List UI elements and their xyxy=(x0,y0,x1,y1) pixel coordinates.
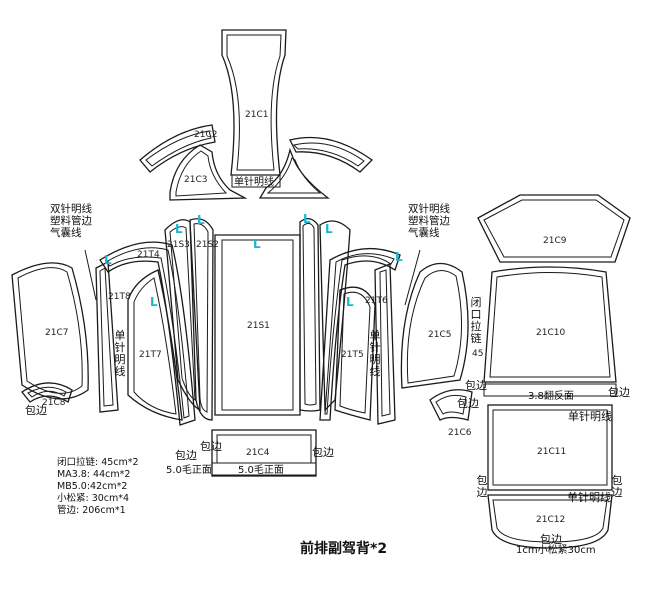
l-mark: L xyxy=(197,213,205,227)
piece-21c5 xyxy=(400,262,469,389)
label-21c4: 21C4 xyxy=(246,448,270,458)
label-21c2: 21C2 xyxy=(194,130,218,140)
left-note-line: 气囊线 xyxy=(50,227,82,239)
piece-21c1 xyxy=(221,29,287,176)
piece-21c10 xyxy=(483,266,617,383)
note-line: 小松紧: 30cm*4 xyxy=(57,493,130,504)
piece-21t7 xyxy=(127,269,183,421)
label-21t4: 21T4 xyxy=(137,250,160,260)
right-note-line: 气囊线 xyxy=(408,227,440,239)
label-21s3: 21S3 xyxy=(167,240,190,250)
note-line: 闭口拉链: 45cm*2 xyxy=(57,457,139,468)
label-21s1: 21S1 xyxy=(247,321,270,331)
label-21t7: 21T7 xyxy=(139,350,162,360)
label-21c10: 21C10 xyxy=(536,328,566,338)
piece-21s1 xyxy=(214,234,301,416)
label-single-topstitch-c12: 单针明线 xyxy=(567,491,611,504)
right-note-line: 塑料管边 xyxy=(408,215,450,227)
l-mark: L xyxy=(395,250,403,264)
piece-21c8 xyxy=(21,382,73,403)
piece-21t6 xyxy=(334,286,376,421)
l-mark: L xyxy=(150,295,158,309)
piece-21c4 xyxy=(211,429,317,477)
label-single-topstitch-right: 单针明线 xyxy=(369,329,381,378)
label-binding-c4-right: 包边 xyxy=(312,446,334,459)
label-wool-face-left: 5.0毛正面 xyxy=(166,465,212,476)
label-21c11: 21C11 xyxy=(537,447,567,457)
page-title: 前排副驾背*2 xyxy=(300,541,388,557)
material-notes: 闭口拉链: 45cm*2 MA3.8: 44cm*2 MB5.0:42cm*2 … xyxy=(57,457,139,517)
piece-21c11 xyxy=(487,404,613,491)
label-binding-c11-right: 包边 xyxy=(611,474,623,499)
note-line: MB5.0:42cm*2 xyxy=(57,481,128,492)
label-binding-c12: 包边 xyxy=(540,533,562,546)
piece-21t8 xyxy=(95,260,119,413)
piece-21c2 xyxy=(139,124,216,173)
label-binding-c8: 包边 xyxy=(25,404,47,417)
l-mark: L xyxy=(253,237,261,251)
label-binding-c6: 包边 xyxy=(457,397,479,410)
piece-21t5 xyxy=(319,247,401,421)
piece-21c9 xyxy=(477,194,631,263)
l-mark: L xyxy=(175,222,183,236)
label-elastic-bottom: 1cm小松紧30cm xyxy=(516,545,596,556)
piece-21c12 xyxy=(487,494,613,549)
label-21c7: 21C7 xyxy=(45,328,69,338)
label-binding-c10: 包边 xyxy=(608,386,630,399)
label-21c5: 21C5 xyxy=(428,330,452,340)
label-21t5: 21T5 xyxy=(341,350,364,360)
label-21c8: 21C8 xyxy=(42,398,66,408)
piece-21t4 xyxy=(99,241,196,426)
label-21t8: 21T8 xyxy=(108,292,131,302)
label-binding-c4-left: 包边 xyxy=(175,449,197,462)
label-binding-c11-left: 包边 xyxy=(476,474,488,499)
label-21s2: 21S2 xyxy=(196,240,219,250)
label-binding-c4-top: 包边 xyxy=(200,440,222,453)
piece-21c6 xyxy=(429,389,473,421)
piece-21c3 xyxy=(169,144,248,201)
label-21c12: 21C12 xyxy=(536,515,566,525)
label-single-topstitch-c11: 单针明线 xyxy=(568,410,612,423)
right-note: 双针明线 塑料管边 气囊线 xyxy=(408,203,450,239)
piece-21s2 xyxy=(189,218,214,421)
piece-21c7 xyxy=(11,262,89,400)
label-single-topstitch: 单针明线 xyxy=(234,177,274,188)
label-binding-c5: 包边 xyxy=(465,379,487,392)
left-note: 双针明线 塑料管边 气囊线 xyxy=(50,203,92,239)
label-21c1: 21C1 xyxy=(245,110,269,120)
left-note-line: 塑料管边 xyxy=(50,215,92,227)
l-mark: L xyxy=(104,253,112,267)
label-zipper-close: 闭口拉链 xyxy=(470,296,482,345)
right-note-line: 双针明线 xyxy=(408,203,450,215)
note-line: MA3.8: 44cm*2 xyxy=(57,469,131,480)
l-mark: L xyxy=(325,222,333,236)
note-line: 管边: 206cm*1 xyxy=(57,505,126,516)
label-reverse-face: 3.8翻反面 xyxy=(528,391,574,402)
label-21c9: 21C9 xyxy=(543,236,567,246)
l-mark: L xyxy=(346,295,354,309)
label-wool-face-right: 5.0毛正面 xyxy=(238,465,284,476)
left-note-line: 双针明线 xyxy=(50,203,92,215)
label-zipper-length: 45 xyxy=(472,349,484,359)
l-mark: L xyxy=(303,212,311,226)
label-21c6: 21C6 xyxy=(448,428,472,438)
label-21c3: 21C3 xyxy=(184,175,208,185)
label-21t6: 21T6 xyxy=(365,296,388,306)
piece-21s3 xyxy=(164,219,201,412)
label-single-topstitch-left: 单针明线 xyxy=(114,329,126,378)
piece-21c3-r xyxy=(289,136,374,173)
